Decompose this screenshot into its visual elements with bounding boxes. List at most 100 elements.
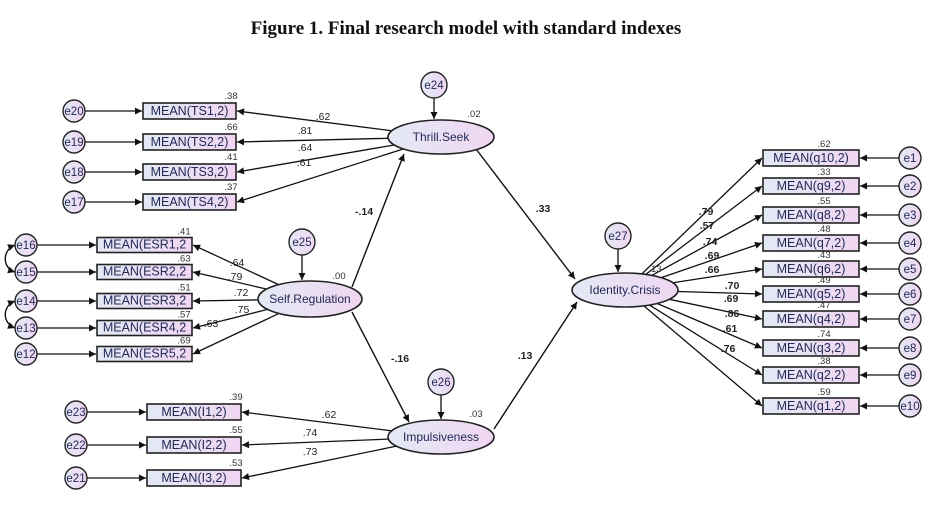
observed-variable: [762, 260, 860, 278]
loading-arrow: [236, 108, 392, 132]
factor-loading: .79: [699, 206, 714, 218]
observed-variable: [146, 469, 242, 487]
latent-label: Self.Regulation: [269, 292, 350, 306]
error-term-label: e15: [16, 267, 35, 279]
loading-arrow: [641, 157, 763, 275]
r-squared: .63: [177, 254, 190, 265]
error-term-label: e7: [904, 314, 917, 326]
r-squared: .41: [177, 227, 190, 238]
error-term: [898, 363, 922, 387]
observed-variable-label: MEAN(q3,2): [777, 341, 846, 355]
path-coefficient: .13: [518, 350, 533, 362]
error-term-label: e20: [64, 106, 83, 118]
loading-arrow: [669, 298, 763, 321]
factor-loading: .64: [298, 142, 313, 154]
factor-loading: .74: [303, 427, 318, 439]
latent-label: Impulsiveness: [403, 430, 479, 444]
error-term-label: e4: [904, 238, 917, 250]
loading-arrow: [236, 148, 404, 204]
disturbance-term: [427, 368, 455, 396]
error-term-label: e17: [64, 197, 83, 209]
observed-variable: [762, 149, 860, 167]
observed-variable-label: MEAN(q5,2): [777, 287, 846, 301]
factor-loading: .61: [297, 157, 312, 169]
r-squared: .43: [817, 250, 830, 261]
loading-arrow: [192, 244, 279, 286]
r-squared: .57: [177, 310, 190, 321]
observed-variable-label: MEAN(ESR4,2: [103, 321, 186, 335]
error-term: [898, 394, 922, 418]
error-term-label: e6: [904, 289, 917, 301]
observed-variable: [96, 263, 193, 281]
observed-variable: [142, 102, 237, 120]
error-term-label: e8: [904, 343, 917, 355]
r-squared: .74: [817, 329, 830, 340]
latent-selfreg: [257, 280, 363, 318]
observed-variable: [96, 345, 193, 363]
loading-arrow: [241, 409, 392, 432]
error-term-label: e5: [904, 264, 917, 276]
loading-arrow: [241, 445, 397, 481]
loading-arrow: [192, 270, 267, 290]
error-term-label: e21: [66, 473, 85, 485]
error-term: [898, 336, 922, 360]
factor-loading: .69: [705, 250, 720, 262]
r-squared: .38: [224, 91, 237, 102]
factor-loading: .64: [230, 257, 245, 269]
observed-variable-label: MEAN(TS3,2): [151, 165, 229, 179]
disturbance-term: [288, 228, 316, 256]
factor-loading: .66: [705, 264, 720, 276]
loading-arrow: [672, 266, 763, 284]
error-term-label: e14: [16, 296, 36, 308]
observed-variable: [762, 234, 860, 252]
error-term-label: e19: [64, 137, 83, 149]
observed-variable-label: MEAN(ESR5,2: [103, 347, 186, 361]
error-term: [64, 433, 88, 457]
observed-variable-label: MEAN(I2,2): [161, 438, 226, 452]
observed-variable: [96, 292, 193, 310]
latent-r-squared: .02: [467, 109, 480, 120]
covariance-arc: [4, 244, 16, 274]
observed-variable: [762, 310, 860, 328]
error-term: [62, 190, 86, 214]
loading-arrow: [236, 137, 389, 146]
r-squared: .59: [817, 387, 830, 398]
latent-impuls: [387, 419, 495, 455]
path-coefficient: -.14: [355, 206, 373, 218]
covariance-arc: [4, 300, 16, 329]
loading-arrow: [677, 290, 763, 298]
observed-variable-label: MEAN(q10,2): [773, 151, 849, 165]
factor-loading: .70: [725, 280, 740, 292]
r-squared: .55: [229, 425, 242, 436]
error-term: [64, 466, 88, 490]
error-term: [64, 400, 88, 424]
error-term-label: e2: [904, 181, 917, 193]
latent-identity: [571, 272, 679, 308]
observed-variable: [762, 397, 860, 415]
loading-arrow: [661, 241, 763, 279]
error-term: [898, 174, 922, 198]
error-term: [898, 307, 922, 331]
factor-loading: .72: [234, 287, 249, 299]
figure-title: Figure 1. Final research model with stan…: [250, 18, 682, 39]
observed-variable: [146, 436, 242, 454]
error-term-label: e9: [904, 370, 917, 382]
observed-variable-label: MEAN(TS1,2): [151, 104, 229, 118]
r-squared: .51: [177, 283, 190, 294]
error-term: [898, 146, 922, 170]
path-thrill-identity: [475, 148, 576, 280]
factor-loading: .76: [721, 343, 736, 355]
latent-label: Identity.Crisis: [589, 283, 660, 297]
latent-r-squared: .13: [648, 264, 661, 275]
observed-variable-label: MEAN(q1,2): [777, 399, 846, 413]
latent-r-squared: .03: [469, 409, 482, 420]
observed-variable-label: MEAN(TS2,2): [151, 135, 229, 149]
path-selfreg-thrill: [351, 153, 405, 288]
latent-label: Thrill.Seek: [413, 130, 471, 144]
error-term-label: e12: [16, 349, 35, 361]
observed-variable: [142, 193, 237, 211]
observed-variable: [762, 285, 860, 303]
path-impuls-identity: [493, 301, 578, 430]
observed-variable: [142, 133, 237, 151]
